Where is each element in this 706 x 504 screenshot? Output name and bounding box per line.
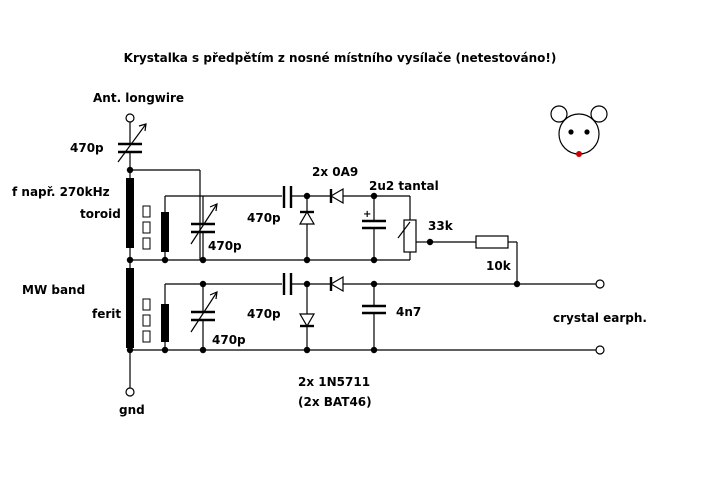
resistor-label: 10k <box>486 259 512 273</box>
mouse-icon <box>550 105 608 157</box>
diode-shunt-bottom <box>298 284 316 350</box>
antenna-label: Ant. longwire <box>93 91 184 105</box>
earphone-terminal-top <box>595 279 605 289</box>
junction-diode-top-bottom <box>303 256 311 264</box>
mw-band-label: MW band <box>22 283 85 297</box>
ground-label: gnd <box>119 403 145 417</box>
antenna-terminal <box>125 113 135 123</box>
cap-tune-top-label: 470p <box>208 239 242 253</box>
tantal-capacitor <box>362 196 386 260</box>
variable-capacitor-tune-top <box>190 196 218 260</box>
cap-coupling-bottom-label: 470p <box>247 307 281 321</box>
toroid-coil-primary <box>126 178 134 248</box>
earphone-terminal-bottom <box>595 345 605 355</box>
diodes-top-label: 2x 0A9 <box>312 165 358 179</box>
diodes-bottom-label: 2x 1N5711 <box>298 375 370 389</box>
capacitor-4n7 <box>362 284 386 350</box>
variable-capacitor-antenna <box>117 123 147 163</box>
junction-toroid-sec <box>161 256 169 264</box>
diagram-title: Krystalka s předpětím z nosné místního v… <box>124 51 557 65</box>
resistor-10k <box>475 235 518 284</box>
earphone-label: crystal earph. <box>553 311 647 325</box>
toroid-core <box>142 205 151 250</box>
junction-resistor-out <box>513 280 521 288</box>
junction-tantal-bottom <box>370 256 378 264</box>
diode-series-bottom <box>329 275 596 293</box>
ferit-core <box>142 298 151 343</box>
tantal-label: 2u2 tantal <box>369 179 439 193</box>
variable-capacitor-tune-bottom <box>190 284 218 350</box>
ferit-coil-secondary <box>161 304 169 342</box>
cap-coupling-top-label: 470p <box>247 211 281 225</box>
diodes-bottom-alt-label: (2x BAT46) <box>298 395 372 409</box>
diode-series-top <box>329 187 374 205</box>
coupling-capacitor-bottom <box>282 273 293 295</box>
cap-antenna-label: 470p <box>70 141 104 155</box>
cap-tune-bottom-label: 470p <box>212 333 246 347</box>
tantal-plus-sign: + <box>363 209 371 220</box>
coil-freq-label: f např. 270kHz <box>12 185 110 199</box>
toroid-label: toroid <box>80 207 121 221</box>
cap-4n7-label: 4n7 <box>396 305 421 319</box>
pot-label: 33k <box>428 219 454 233</box>
toroid-coil-secondary <box>161 212 169 252</box>
potentiometer-33k <box>397 196 430 260</box>
ground-terminal <box>125 387 135 397</box>
ferit-coil-primary <box>126 268 134 348</box>
junction-tune-top <box>199 256 207 264</box>
coupling-capacitor-top <box>282 186 293 208</box>
ferit-label: ferit <box>92 307 121 321</box>
diode-shunt-top <box>298 196 316 260</box>
